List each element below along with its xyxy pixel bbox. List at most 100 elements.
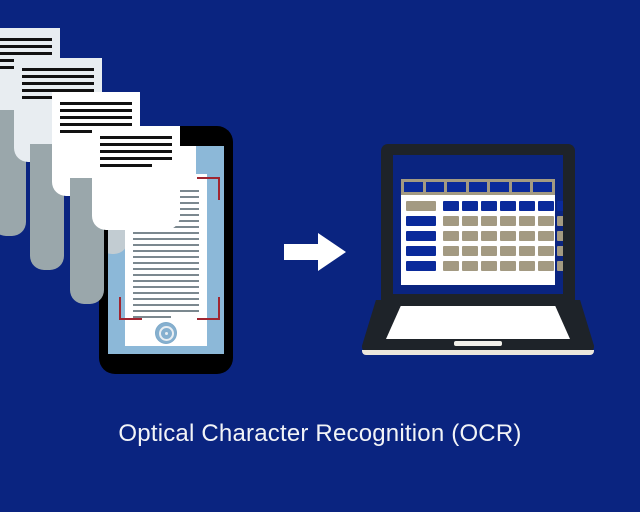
scanned-text-line (133, 310, 199, 312)
spreadsheet-cell[interactable] (519, 201, 535, 211)
spreadsheet-cell[interactable] (500, 201, 516, 211)
spreadsheet-cell[interactable] (557, 246, 563, 256)
document-text-lines (60, 102, 132, 137)
conversion-arrow-icon (284, 232, 346, 272)
spreadsheet-cell[interactable] (481, 246, 497, 256)
scanned-text-line (133, 232, 199, 234)
document-text-line (100, 136, 172, 139)
spreadsheet-cell[interactable] (519, 261, 535, 271)
spreadsheet-cell[interactable] (538, 261, 554, 271)
spreadsheet-cell[interactable] (538, 201, 554, 211)
spreadsheet-cell[interactable] (406, 246, 436, 256)
spreadsheet-cell[interactable] (406, 261, 436, 271)
laptop (362, 144, 594, 360)
document-text-lines (100, 136, 172, 171)
home-button-ring-icon (158, 325, 174, 341)
spreadsheet-toolbar-tab[interactable] (533, 182, 552, 192)
spreadsheet-toolbar-tab[interactable] (404, 182, 423, 192)
spreadsheet-cell[interactable] (462, 201, 478, 211)
spreadsheet-cell[interactable] (519, 231, 535, 241)
scan-corner-top-right-icon (197, 177, 220, 200)
laptop-screen (393, 155, 563, 294)
scanned-text-line (133, 244, 199, 246)
laptop-keyboard (386, 306, 570, 339)
spreadsheet-row (401, 261, 563, 273)
spreadsheet-row (401, 246, 563, 258)
spreadsheet-cell[interactable] (406, 231, 436, 241)
spreadsheet-cell[interactable] (519, 216, 535, 226)
spreadsheet-row (401, 201, 563, 213)
document-text-line (60, 109, 132, 112)
spreadsheet-toolbar-tab[interactable] (511, 182, 531, 192)
spreadsheet-cell[interactable] (443, 201, 459, 211)
spreadsheet-cell[interactable] (557, 216, 563, 226)
scanned-text-line (133, 286, 199, 288)
document-text-line (22, 68, 94, 71)
laptop-foot (362, 350, 594, 355)
document-text-line (0, 38, 52, 41)
spreadsheet-cell[interactable] (462, 216, 478, 226)
spreadsheet-cell[interactable] (462, 231, 478, 241)
home-button-dot-icon (164, 331, 168, 335)
scanned-text-line (133, 304, 199, 306)
document-text-line (60, 116, 132, 119)
spreadsheet-cell[interactable] (557, 231, 563, 241)
document-text-line (60, 102, 132, 105)
page-title: Optical Character Recognition (OCR) (118, 420, 522, 447)
spreadsheet-cell[interactable] (557, 261, 563, 271)
spreadsheet-toolbar-tab[interactable] (447, 182, 466, 192)
spreadsheet-cell[interactable] (538, 246, 554, 256)
spreadsheet-cell[interactable] (500, 261, 516, 271)
spreadsheet-cell[interactable] (500, 231, 516, 241)
laptop-lid (381, 144, 575, 304)
spreadsheet-cell[interactable] (406, 216, 436, 226)
spreadsheet-row (401, 231, 563, 243)
spreadsheet-toolbar-tab[interactable] (490, 182, 509, 192)
spreadsheet-cell[interactable] (500, 246, 516, 256)
spreadsheet-cell[interactable] (481, 261, 497, 271)
spreadsheet-cell[interactable] (481, 201, 497, 211)
scanned-text-line (133, 274, 199, 276)
spreadsheet-grid (401, 195, 563, 285)
spreadsheet-cell[interactable] (406, 201, 436, 211)
document-text-line (0, 52, 52, 55)
laptop-trackpad (454, 341, 502, 346)
scanned-text-line (133, 238, 199, 240)
spreadsheet-cell[interactable] (443, 216, 459, 226)
document-text-line (0, 45, 52, 48)
spreadsheet-cell[interactable] (443, 246, 459, 256)
spreadsheet-cell[interactable] (443, 231, 459, 241)
document-text-line (100, 164, 152, 167)
document-text-line (100, 157, 172, 160)
document-text-line (22, 96, 74, 99)
spreadsheet-cell[interactable] (481, 216, 497, 226)
scanned-text-line (133, 280, 199, 282)
spreadsheet-cell[interactable] (481, 231, 497, 241)
spreadsheet-toolbar-tab[interactable] (468, 182, 488, 192)
scanned-text-line (133, 256, 199, 258)
document-text-line (22, 75, 94, 78)
scanned-text-line (133, 262, 199, 264)
spreadsheet-toolbar-tab[interactable] (425, 182, 445, 192)
scanned-text-line (133, 298, 199, 300)
document-text-line (60, 123, 132, 126)
spreadsheet-cell[interactable] (538, 231, 554, 241)
spreadsheet-cell[interactable] (519, 246, 535, 256)
spreadsheet-cell[interactable] (462, 261, 478, 271)
spreadsheet-cell[interactable] (538, 216, 554, 226)
scanned-text-line (133, 316, 172, 318)
document-text-line (60, 130, 112, 133)
spreadsheet-cell[interactable] (500, 216, 516, 226)
spreadsheet-row (401, 216, 563, 228)
spreadsheet-toolbar (401, 179, 555, 195)
spreadsheet-cell[interactable] (443, 261, 459, 271)
document-text-line (100, 143, 172, 146)
phone-home-button[interactable] (156, 323, 176, 343)
scanned-text-line (133, 292, 199, 294)
spreadsheet-cell[interactable] (462, 246, 478, 256)
document-text-line (100, 150, 172, 153)
scanned-text-line (133, 268, 199, 270)
spreadsheet-cell[interactable] (557, 201, 563, 211)
document-text-line (22, 82, 94, 85)
